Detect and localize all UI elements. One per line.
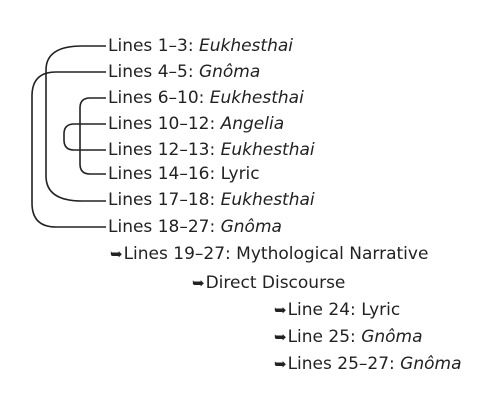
entry-label: Lines 25–27: <box>287 354 401 374</box>
entry-genre: Lyric <box>220 164 260 184</box>
bracket-inner-6-10-to-14-16 <box>79 97 106 175</box>
entry-lines-12-13: Lines 12–13: Eukhesthai <box>108 140 315 160</box>
entry-lines-17-18: Lines 17–18: Eukhesthai <box>108 190 315 210</box>
entry-genre: Gnôma <box>198 62 261 82</box>
entry-label: Lines 10–12: <box>108 114 221 134</box>
entry-genre: Mythological Narrative <box>236 244 429 264</box>
bracket-outer-1-3-to-17-18 <box>45 45 106 202</box>
entry-label: Lines 1–3: <box>108 36 199 56</box>
hook-arrow-icon: ➥ <box>192 274 205 292</box>
entry-label: Lines 6–10: <box>108 88 210 108</box>
entry-lines-1-3: Lines 1–3: Eukhesthai <box>108 36 293 56</box>
entry-genre: Eukhesthai <box>220 140 315 160</box>
entry-lines-6-10: Lines 6–10: Eukhesthai <box>108 88 304 108</box>
entry-lines-14-16: Lines 14–16: Lyric <box>108 164 260 184</box>
entry-lines-10-12: Lines 10–12: Angelia <box>108 114 284 134</box>
bracket-outer-4-5-to-18-27 <box>31 71 106 228</box>
hook-arrow-icon: ➥ <box>274 301 287 319</box>
entry-genre: Gnôma <box>400 354 462 374</box>
entry-label: Lines 17–18: <box>108 190 221 210</box>
entry-label: Lines 19–27: <box>123 244 237 264</box>
nested-lines-25-27: ➥Lines 25–27: Gnôma <box>274 354 462 374</box>
nested-direct-discourse: ➥Direct Discourse <box>192 273 345 293</box>
entry-genre: Angelia <box>220 114 285 134</box>
entry-label: Lines 14–16: <box>108 164 221 184</box>
entry-genre: Gnôma <box>220 217 282 237</box>
entry-label: Line 24: <box>287 300 362 320</box>
nested-line-24: ➥Line 24: Lyric <box>274 300 400 320</box>
entry-label: Lines 12–13: <box>108 140 221 160</box>
entry-lines-18-27: Lines 18–27: Gnôma <box>108 217 282 237</box>
bracket-inner-10-12-to-12-13 <box>63 123 106 151</box>
entry-label: Direct Discourse <box>205 273 346 293</box>
entry-genre: Eukhesthai <box>198 36 293 56</box>
entry-label: Line 25: <box>287 327 362 347</box>
hook-arrow-icon: ➥ <box>274 355 287 373</box>
entry-genre: Gnôma <box>361 327 423 347</box>
nested-line-25: ➥Line 25: Gnôma <box>274 327 423 347</box>
entry-genre: Lyric <box>361 300 401 320</box>
entry-lines-4-5: Lines 4–5: Gnôma <box>108 62 260 82</box>
nested-lines-19-27: ➥Lines 19–27: Mythological Narrative <box>110 244 428 264</box>
entry-genre: Eukhesthai <box>209 88 304 108</box>
hook-arrow-icon: ➥ <box>110 245 123 263</box>
entry-label: Lines 4–5: <box>108 62 199 82</box>
entry-genre: Eukhesthai <box>220 190 315 210</box>
entry-label: Lines 18–27: <box>108 217 221 237</box>
hook-arrow-icon: ➥ <box>274 328 287 346</box>
